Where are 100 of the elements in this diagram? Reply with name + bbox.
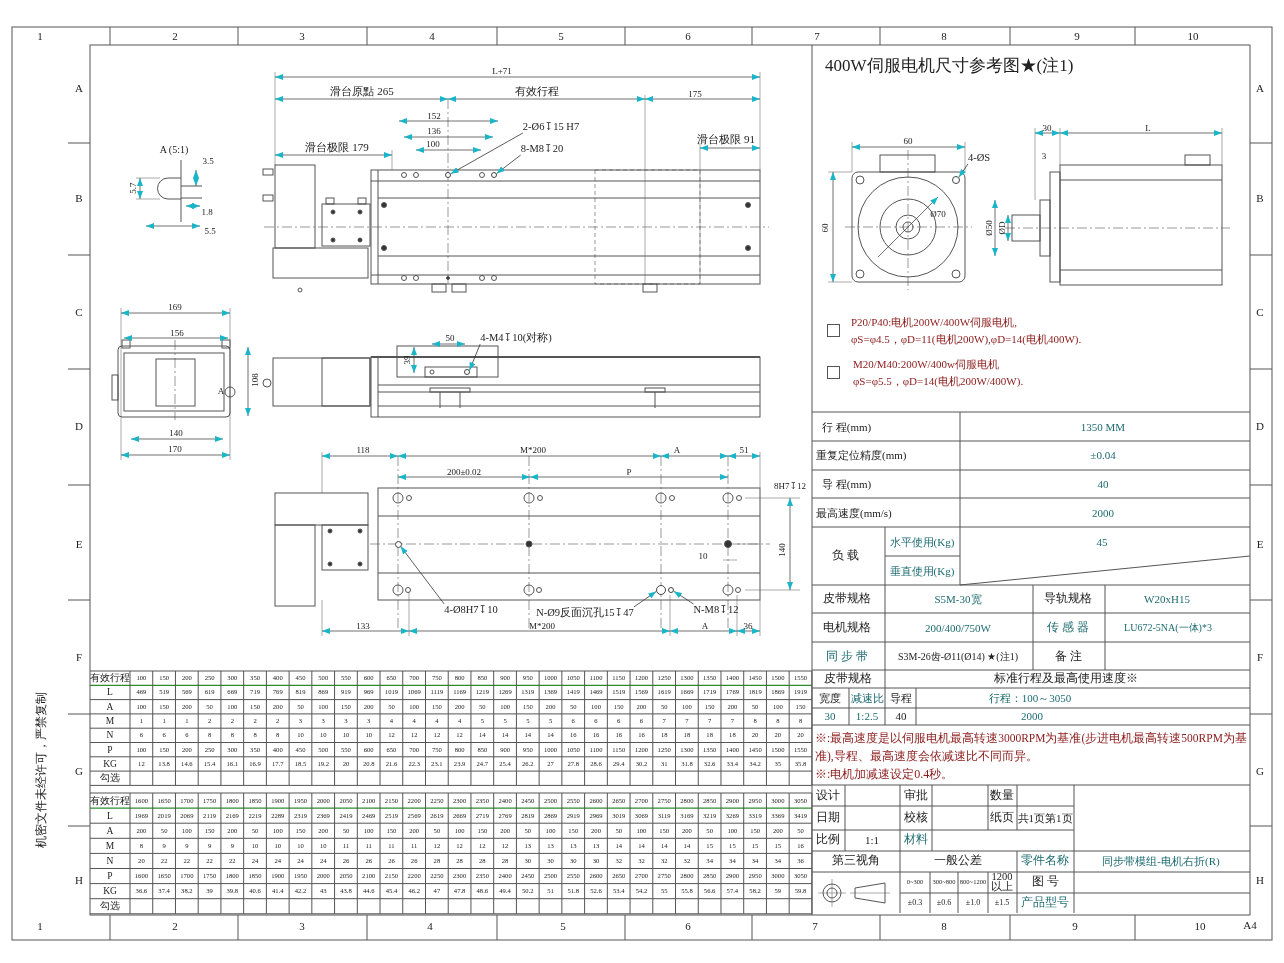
- dimension-label: 有效行程: [515, 84, 559, 98]
- motor-option-text: P20/P40:电机200W/400W伺服电机,: [851, 315, 1017, 329]
- footnote: ※:最高速度是以伺服电机最高转速3000RPM为基准(步进电机最高转速500RPM为基准),导程、最高速度会依减速比不同而异。: [815, 731, 1248, 765]
- dimension-label: 156: [170, 327, 184, 339]
- zone-number: 7: [814, 29, 820, 43]
- dimension-label: 滑台原點 265: [330, 84, 394, 98]
- footnote: ※:电机加减速设定0.4秒。: [815, 768, 954, 782]
- zone-number: 8: [941, 29, 947, 43]
- dimension-label: 1.8: [201, 206, 213, 218]
- zone-letter: G: [75, 764, 83, 778]
- title-block-text: 比例: [816, 833, 840, 847]
- dimension-label: Ø50: [983, 220, 995, 236]
- spec-table-text: S5M-30宽: [934, 592, 982, 606]
- zone-number: 9: [1074, 29, 1080, 43]
- zone-letter: E: [75, 537, 83, 551]
- dimension-label: A: [673, 444, 681, 456]
- dimension-label: 175: [688, 88, 702, 100]
- dimension-label: 30: [1042, 122, 1052, 134]
- title-block-text: ±0.3: [907, 898, 923, 908]
- title-block-text: 零件名称: [1021, 854, 1069, 868]
- stroke-table-text: M: [105, 715, 115, 727]
- motor-option-text: φS=φ4.5，φD=11(电机200W),φD=14(电机400W).: [851, 332, 1082, 346]
- zone-number: 10: [1187, 29, 1199, 43]
- stroke-table-text: N: [106, 855, 114, 867]
- spec-table-text: 同 步 带: [826, 650, 868, 664]
- stroke-table-text: 勾选: [100, 900, 120, 912]
- spec-table-text: 1350 MM: [1080, 420, 1126, 434]
- spec-table-text: 传 感 器: [1047, 621, 1089, 635]
- motor-option-text: M20/M40:200W/400w伺服电机: [853, 357, 1000, 371]
- zone-letter: A: [1256, 81, 1264, 95]
- zone-number: 10: [1194, 919, 1206, 933]
- zone-number: 4: [427, 919, 433, 933]
- zone-number: 5: [560, 919, 566, 933]
- spec-table-text: 导轨规格: [1044, 592, 1092, 606]
- spec-table-text: ±0.04: [1090, 448, 1116, 462]
- spec-table-text: 皮带规格: [823, 592, 871, 606]
- zone-letter: B: [1256, 191, 1264, 205]
- title-block-text: ±1.0: [965, 898, 981, 908]
- title-block-text: 设计: [816, 789, 840, 803]
- zone-letter: F: [1256, 650, 1264, 664]
- dimension-label: M*200: [520, 444, 546, 456]
- spec-table-text: 40: [895, 709, 907, 723]
- dimension-label: 8H7↧12: [774, 480, 806, 492]
- spec-table-text: 2000: [1092, 506, 1114, 520]
- spec-table-text: 重复定位精度(mm): [816, 448, 907, 462]
- stroke-table-text: L: [107, 810, 113, 822]
- spec-table-text: 45: [1096, 535, 1108, 549]
- title-block-text: 材料: [904, 833, 928, 847]
- zone-number: 2: [172, 29, 178, 43]
- dimension-label: 108: [249, 373, 261, 387]
- dimension-label: A: [217, 385, 225, 397]
- zone-number: 7: [812, 919, 818, 933]
- spec-table-text: W20xH15: [1144, 592, 1190, 606]
- stroke-table-text: N: [106, 729, 114, 741]
- detail-view-label: A (5:1): [159, 144, 189, 156]
- dimension-label: 3: [1041, 150, 1047, 162]
- dimension-label: A: [701, 620, 709, 632]
- dimension-label: 152: [427, 110, 441, 122]
- zone-number: 5: [558, 29, 564, 43]
- title-block-text: 图 号: [1031, 875, 1059, 889]
- zone-number: 4: [429, 29, 435, 43]
- zone-letter: D: [75, 419, 83, 433]
- zone-number: 1: [37, 29, 43, 43]
- stroke-table-text: P: [107, 744, 113, 756]
- spec-table-text: 减速比: [850, 691, 884, 705]
- zone-number: 6: [685, 919, 691, 933]
- title-block-text: 1:1: [864, 833, 880, 847]
- stroke-table-text: 勾选: [100, 772, 120, 784]
- zone-number: 1: [37, 919, 43, 933]
- spec-table-text: 皮带规格: [824, 672, 872, 686]
- dimension-label: P: [626, 466, 632, 478]
- stroke-table-text: M: [105, 840, 115, 852]
- dimension-label: 滑台极限 91: [697, 132, 755, 146]
- spec-table-text: LU672-5NA(一体)*3: [1124, 622, 1212, 634]
- spec-table-text: S3M-26齿-Ø11(Ø14) ★(注1): [898, 651, 1018, 663]
- confidentiality-note: 机密文件未经许可，严禁复制: [35, 692, 49, 848]
- spec-table-text: 1:2.5: [855, 709, 879, 723]
- motor-option-text: φS=φ5.5，φD=14(电机200W/400W).: [853, 374, 1024, 388]
- zone-letter: H: [75, 873, 83, 887]
- title-block-text: 共1页第1页: [1017, 811, 1073, 825]
- zone-number: 2: [172, 919, 178, 933]
- title-block-text: ±1.5: [994, 898, 1010, 908]
- title-block-text: ±0.6: [936, 898, 952, 908]
- dimension-label: ØD: [996, 221, 1008, 235]
- spec-table-text: 备 注: [1054, 650, 1082, 664]
- dimension-label: 3.5: [202, 155, 214, 167]
- title-block-text: 产品型号: [1021, 896, 1069, 910]
- zone-number: 3: [299, 919, 305, 933]
- dimension-label: 200±0.02: [446, 466, 482, 478]
- spec-table-text: 200/400/750W: [925, 621, 991, 635]
- stroke-table-text: 有效行程: [90, 795, 130, 806]
- zone-letter: G: [1256, 764, 1264, 778]
- stroke-table-text: P: [107, 870, 113, 882]
- dimension-label: 39: [401, 355, 413, 365]
- title-block-text: 纸页: [990, 811, 1014, 825]
- title-block-text: 审批: [904, 789, 928, 803]
- zone-letter: C: [75, 305, 83, 319]
- spec-table-text: 2000: [1021, 709, 1043, 723]
- stroke-table-text: A: [106, 825, 114, 837]
- dimension-label: 10: [698, 550, 708, 562]
